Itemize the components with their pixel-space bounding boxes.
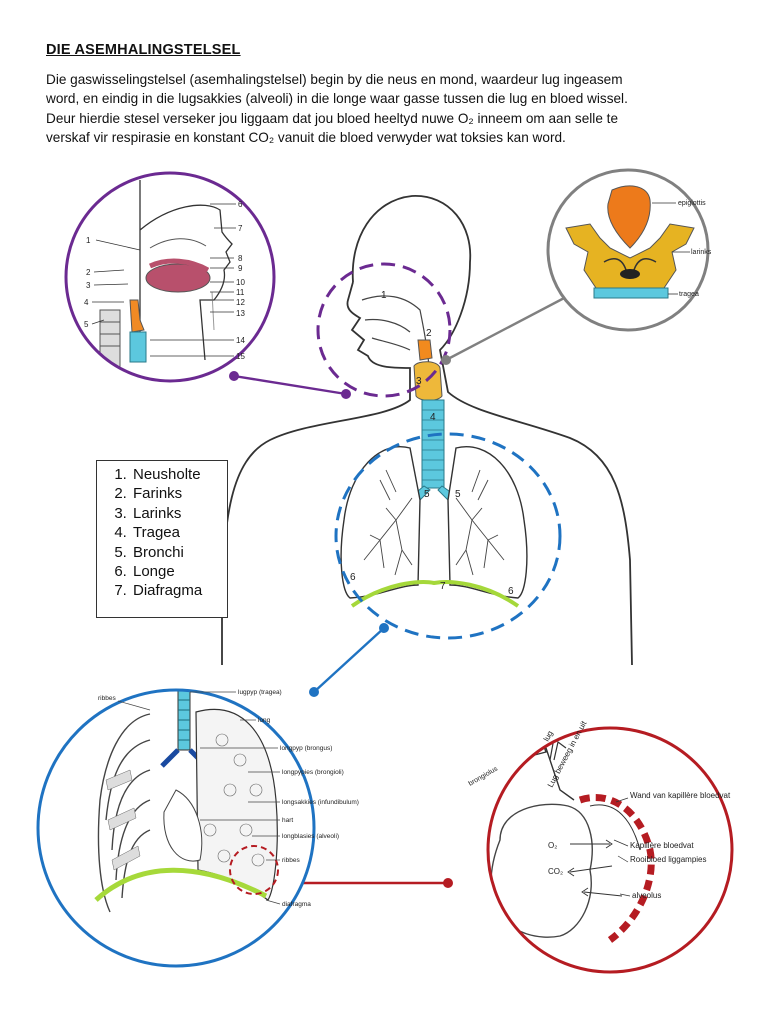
label-lug: lug <box>542 729 555 743</box>
pharynx-shape <box>417 339 433 361</box>
head-number-13: 13 <box>236 309 245 318</box>
legend-item: Longe <box>131 562 227 581</box>
label-ribbes-2: ribbes <box>282 857 300 864</box>
head-number-3: 3 <box>86 281 91 290</box>
head-number-11: 11 <box>236 288 245 297</box>
label-wand-kapillere: Wand van kapillère bloedvat <box>630 791 731 800</box>
page-title: DIE ASEMHALINGSTELSEL <box>46 42 241 58</box>
larynx-inset: epiglottis larinks tragea <box>546 168 712 332</box>
body-number-7: 7 <box>440 581 446 592</box>
alveolus-inset: lug Lug beweeg in en uit brongiolus Wand… <box>468 719 734 974</box>
trachea-rings <box>422 409 444 481</box>
label-ribbes: ribbes <box>98 695 116 702</box>
intro-line: Die gaswisselingstelsel (asemhalingstels… <box>46 72 623 87</box>
label-longpyp: longpyp (brongus) <box>280 745 332 752</box>
label-longsakkies: longsakkies (infundibulum) <box>282 799 359 806</box>
label-brongiolus: brongiolus <box>468 765 500 787</box>
label-co2: CO₂ <box>548 867 563 876</box>
label-tragea: tragea <box>679 291 699 298</box>
head-number-14: 14 <box>236 336 245 345</box>
head-number-15: 15 <box>236 352 245 361</box>
legend-item: Neusholte <box>131 465 227 484</box>
body-number-1: 1 <box>381 290 387 301</box>
body-number-3: 3 <box>416 376 422 387</box>
head-number-7: 7 <box>238 224 243 233</box>
label-longpypies: longpypies (brongioli) <box>282 769 344 776</box>
head-region-dashed-circle <box>316 262 452 398</box>
label-diafragma: diafragma <box>282 901 311 908</box>
legend-box: Neusholte Farinks Larinks Tragea Bronchi… <box>96 460 228 618</box>
label-rooibloed: Rooibloed liggampies <box>630 855 707 864</box>
label-alveolus: alveolus <box>632 891 661 900</box>
body-number-4: 4 <box>430 412 436 423</box>
legend-item: Bronchi <box>131 543 227 562</box>
label-larinks: larinks <box>691 249 712 256</box>
lung-region-dashed-circle <box>334 432 562 640</box>
intro-line: word, en eindig in die lugsakkies (alveo… <box>46 91 628 107</box>
label-hart: hart <box>282 817 293 824</box>
head-number-8: 8 <box>238 254 243 263</box>
chest-inset: ribbes lugpyp (tragea) long longpyp (bro… <box>36 688 359 968</box>
head-number-4: 4 <box>84 298 89 307</box>
trachea-shape <box>421 399 445 489</box>
head-number-10: 10 <box>236 278 245 287</box>
body-number-labels: 1 2 3 4 5 5 6 6 7 <box>350 290 514 597</box>
connectors <box>229 291 573 888</box>
legend-item: Farinks <box>131 484 227 503</box>
label-longblasies: longblasies (alveoli) <box>282 833 339 840</box>
head-number-6: 6 <box>238 200 243 209</box>
label-long: long <box>258 717 271 724</box>
label-kapillere-bloedvat: Kapillère bloedvat <box>630 841 694 850</box>
right-lung-shape <box>447 446 528 599</box>
body-number-6: 6 <box>350 572 356 583</box>
label-lugpyp: lugpyp (tragea) <box>238 689 282 696</box>
legend-item: Larinks <box>131 504 227 523</box>
body-number-2: 2 <box>426 328 432 339</box>
body-outline <box>221 195 633 666</box>
label-o2: O₂ <box>548 841 557 850</box>
body-number-5: 5 <box>455 489 461 500</box>
label-epiglottis: epiglottis <box>678 200 706 207</box>
body-number-5: 5 <box>424 489 430 500</box>
intro-line: verskaf vir respirasie en konstant CO₂ v… <box>46 129 566 145</box>
head-section-inset: 1 2 3 4 5 6 7 8 9 10 11 12 13 14 15 <box>64 171 276 383</box>
head-number-2: 2 <box>86 268 91 277</box>
bronchial-tree <box>363 469 505 576</box>
head-number-5: 5 <box>84 320 89 329</box>
intro-line: Deur hierdie stesel verseker jou liggaam… <box>46 110 619 126</box>
legend-item: Diafragma <box>131 581 227 600</box>
intro-paragraph: Die gaswisselingstelsel (asemhalingstels… <box>46 70 736 147</box>
left-lung-shape <box>340 446 421 599</box>
body-number-6: 6 <box>508 586 514 597</box>
head-number-12: 12 <box>236 298 245 307</box>
head-number-9: 9 <box>238 264 243 273</box>
diaphragm-shape <box>350 580 520 608</box>
head-number-1: 1 <box>86 236 91 245</box>
legend-item: Tragea <box>131 523 227 542</box>
